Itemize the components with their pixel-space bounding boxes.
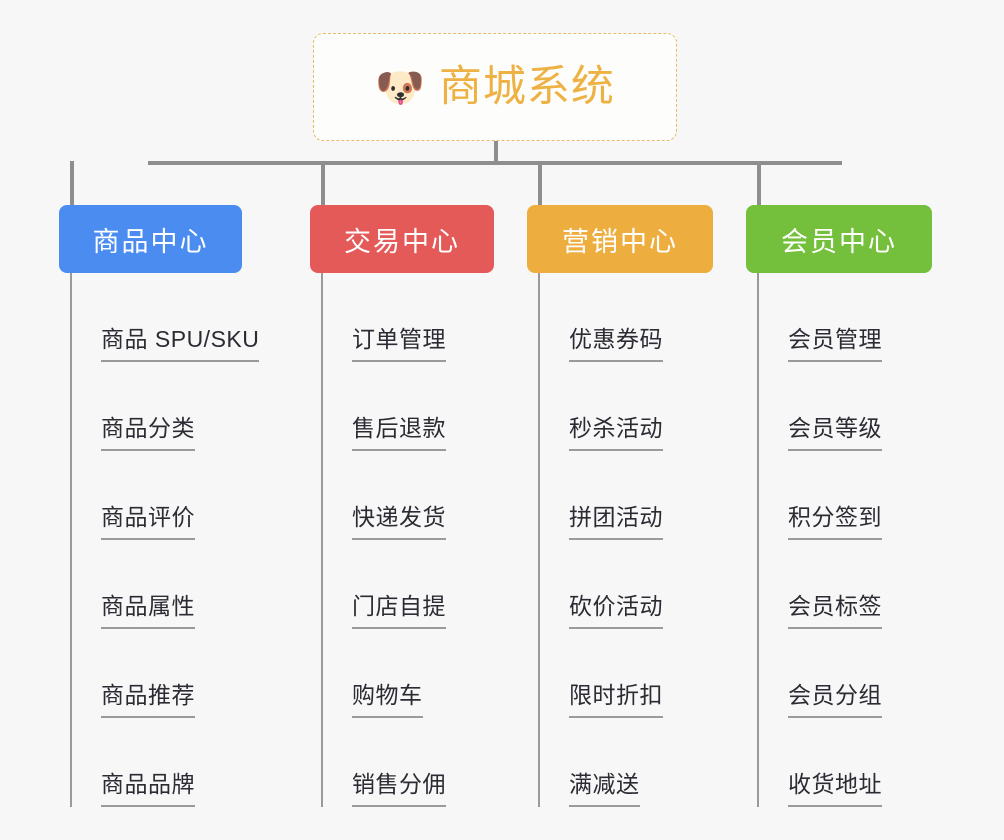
- connector-drop-3: [538, 161, 542, 205]
- leaf-item[interactable]: 订单管理: [323, 273, 494, 362]
- category-column-2: 交易中心订单管理售后退款快递发货门店自提购物车销售分佣: [310, 205, 494, 807]
- leaf-item-label: 拼团活动: [569, 506, 663, 540]
- leaf-list-2: 订单管理售后退款快递发货门店自提购物车销售分佣: [321, 273, 494, 807]
- leaf-item-label: 商品评价: [101, 506, 195, 540]
- leaf-item-label: 积分签到: [788, 506, 882, 540]
- leaf-item[interactable]: 快递发货: [323, 451, 494, 540]
- leaf-item[interactable]: 商品评价: [72, 451, 242, 540]
- leaf-item[interactable]: 砍价活动: [540, 540, 713, 629]
- leaf-item[interactable]: 购物车: [323, 629, 494, 718]
- leaf-item-label: 商品分类: [101, 417, 195, 451]
- leaf-list-4: 会员管理会员等级积分签到会员标签会员分组收货地址: [757, 273, 932, 807]
- leaf-item[interactable]: 限时折扣: [540, 629, 713, 718]
- shiba-dog-icon: 🐶: [375, 66, 425, 110]
- leaf-item-label: 商品 SPU/SKU: [101, 328, 260, 362]
- leaf-item[interactable]: 门店自提: [323, 540, 494, 629]
- leaf-list-1: 商品 SPU/SKU 商品分类商品评价商品属性商品推荐商品品牌: [70, 273, 260, 807]
- leaf-item-label: 快递发货: [352, 506, 446, 540]
- leaf-item-label: 商品属性: [101, 595, 195, 629]
- category-header-3[interactable]: 营销中心: [527, 205, 713, 273]
- leaf-item-label: 秒杀活动: [569, 417, 663, 451]
- leaf-item[interactable]: 秒杀活动: [540, 362, 713, 451]
- leaf-item-label: 销售分佣: [352, 773, 446, 807]
- root-title: 商城系统: [438, 62, 615, 111]
- connector-drop-2: [321, 161, 325, 205]
- leaf-item-label: 会员分组: [788, 684, 882, 718]
- leaf-item-label: 砍价活动: [569, 595, 663, 629]
- leaf-item-label: 会员等级: [788, 417, 882, 451]
- leaf-item-label: 售后退款: [352, 417, 446, 451]
- category-header-1[interactable]: 商品中心: [59, 205, 242, 273]
- leaf-item[interactable]: 积分签到: [759, 451, 932, 540]
- leaf-item[interactable]: 拼团活动: [540, 451, 713, 540]
- connector-horizontal-bus: [148, 161, 842, 165]
- category-header-2[interactable]: 交易中心: [310, 205, 494, 273]
- leaf-item[interactable]: 优惠券码: [540, 273, 713, 362]
- connector-root-stem: [494, 141, 498, 163]
- leaf-item[interactable]: 会员分组: [759, 629, 932, 718]
- category-column-4: 会员中心会员管理会员等级积分签到会员标签会员分组收货地址: [746, 205, 932, 807]
- leaf-item[interactable]: 商品推荐: [72, 629, 242, 718]
- leaf-item-label: 满减送: [569, 773, 640, 807]
- leaf-item-label: 会员标签: [788, 595, 882, 629]
- connector-drop-4: [757, 161, 761, 205]
- leaf-item-label: 门店自提: [352, 595, 446, 629]
- category-column-3: 营销中心优惠券码秒杀活动拼团活动砍价活动限时折扣满减送: [527, 205, 713, 807]
- root-node[interactable]: 🐶 商城系统: [313, 33, 677, 141]
- leaf-item-label: 商品推荐: [101, 684, 195, 718]
- leaf-item-label: 会员管理: [788, 328, 882, 362]
- leaf-item[interactable]: 会员等级: [759, 362, 932, 451]
- leaf-item[interactable]: 商品品牌: [72, 718, 242, 807]
- category-column-1: 商品中心商品 SPU/SKU 商品分类商品评价商品属性商品推荐商品品牌: [59, 205, 260, 807]
- leaf-item-label: 购物车: [352, 684, 423, 718]
- leaf-list-3: 优惠券码秒杀活动拼团活动砍价活动限时折扣满减送: [538, 273, 713, 807]
- leaf-item[interactable]: 商品分类: [72, 362, 242, 451]
- connector-drop-1: [70, 161, 74, 205]
- leaf-item-label: 优惠券码: [569, 328, 663, 362]
- leaf-item-label: 限时折扣: [569, 684, 663, 718]
- leaf-item[interactable]: 商品属性: [72, 540, 242, 629]
- leaf-item[interactable]: 会员管理: [759, 273, 932, 362]
- leaf-item[interactable]: 满减送: [540, 718, 713, 807]
- leaf-item-label: 订单管理: [352, 328, 446, 362]
- leaf-item[interactable]: 商品 SPU/SKU: [72, 273, 260, 362]
- leaf-item[interactable]: 会员标签: [759, 540, 932, 629]
- leaf-item-label: 商品品牌: [101, 773, 195, 807]
- leaf-item[interactable]: 售后退款: [323, 362, 494, 451]
- leaf-item[interactable]: 收货地址: [759, 718, 932, 807]
- leaf-item[interactable]: 销售分佣: [323, 718, 494, 807]
- category-header-4[interactable]: 会员中心: [746, 205, 932, 273]
- leaf-item-label: 收货地址: [788, 773, 882, 807]
